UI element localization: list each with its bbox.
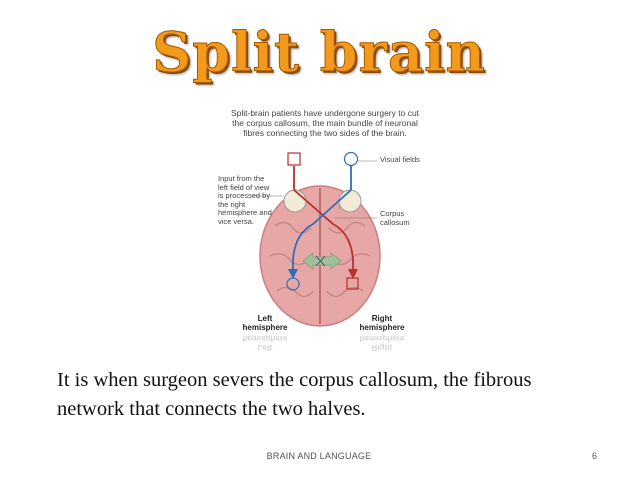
diagram-caption: Split-brain patients have undergone surg… [230,108,420,138]
blue-visual-path [291,166,352,272]
circle-stimulus-top [343,151,359,167]
corpus-callosum-label: Corpus callosum [380,209,410,227]
brain-folds-left [269,202,314,298]
page-number: 6 [592,451,598,461]
blue-arrowhead [288,269,298,279]
visual-fields-label: Visual fields [380,155,420,164]
circle-result-left [286,277,300,291]
cut-mark [315,255,326,267]
corpus-callosum-arrow [302,252,342,270]
right-hemisphere-reflection: Right hemisphere [359,334,405,352]
square-result-right [346,277,359,290]
split-brain-diagram [253,151,381,327]
left-hemisphere-reflection: Left hemisphere [242,334,288,352]
slide-footer: BRAIN AND LANGUAGE [266,451,372,461]
input-note-label: Input from the left field of view is pro… [218,174,272,226]
red-arrowhead [348,269,358,279]
slide-title: Split brain [152,20,486,85]
right-hemisphere-label: Right hemisphere [359,314,405,332]
left-hemisphere-label: Left hemisphere [242,314,288,332]
right-eye [338,189,362,213]
red-visual-path [293,166,355,272]
left-eye [283,189,307,213]
square-stimulus-top [287,152,301,166]
slide-body-text: It is when surgeon severs the corpus cal… [57,369,532,420]
brain-illustration [259,185,381,327]
brain-folds-right [326,202,371,298]
